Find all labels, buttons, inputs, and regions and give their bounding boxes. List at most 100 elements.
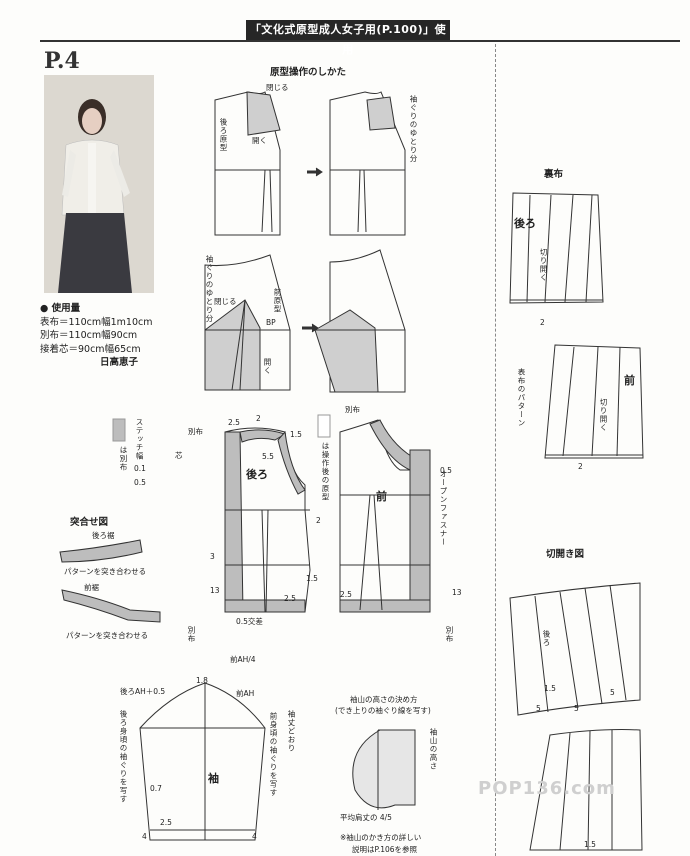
cap-height-diagram [352,729,416,810]
label-other-fabric-short: 別布 [188,427,203,436]
measure: 2 [540,318,545,327]
measure: 1.5 [544,684,556,693]
label-armhole-ease: 袖ぐりのゆとり分 [409,95,418,163]
measure: 13 [452,588,462,597]
label-bp: BP [266,318,276,327]
label-outer-pattern: 表布のパターン [517,368,526,428]
measure: 5 [574,704,579,713]
label-sleeve-length: 袖丈どおり [287,710,296,753]
label-close-2: 閉じる [214,297,237,306]
label-stop-cross: 0.5交差 [236,617,263,626]
materials-list: ● 使用量 表布＝110cm幅1m10cm 別布＝110cm幅90cm 接着芯＝… [40,302,152,370]
label-stitch-width: ステッチ幅 [135,418,144,461]
label-front-ah-ratio: 前AH/4 [230,655,256,664]
label-open-zipper: オープンファスナー [439,470,448,547]
cut-open-back [509,582,641,716]
measure: 1.5 [290,430,302,439]
model-photo [44,75,154,293]
label-cap-height-title: 袖山の高さの決め方 [350,695,418,704]
materials-line: 接着芯＝90cm幅65cm [40,343,141,355]
label-back: 後ろ [246,468,268,481]
label-open: 開く [252,136,267,145]
title-cut-open: 切開き図 [546,549,585,560]
label-other-fabric-short-2: 別布 [345,405,360,414]
materials-line: 表布＝110cm幅1m10cm [40,316,153,328]
measure: 1.5 [584,840,596,849]
measure: 2.5 [340,590,352,599]
label-back-ah-plus: 後ろAH＋0.5 [120,687,166,696]
measure: 4 [252,832,257,841]
label-back-hem: 後ろ裾 [92,531,115,540]
label-avg-shoulder: 平均肩丈の 4/5 [340,813,392,822]
label-note-line2: 説明はP.106を参照 [352,845,418,854]
label-front: 前 [376,490,387,503]
title-lining: 裏布 [544,169,564,180]
label-cut-open-lining: 切り開く [539,248,548,282]
title-prototype-ops: 原型操作のしかた [270,67,347,78]
label-front-proto: 前原型 [273,288,282,314]
author-name: 日高恵子 [100,357,139,368]
sleeve-pattern [139,682,266,841]
label-other-fabric-short-4: 別布 [187,626,196,643]
label-after-op: は操作後の原型 [321,442,330,502]
label-back-proto: 後ろ原型 [219,118,228,152]
watermark: POP136.com [478,778,616,799]
materials-heading: ● 使用量 [40,303,81,314]
measure: 1.8 [196,676,208,685]
swatch-after-op [317,414,331,438]
label-armhole-ease-2: 袖ぐりのゆとり分 [205,255,214,323]
label-lining-back: 後ろ [514,217,536,230]
back-bodice-pattern [224,427,311,613]
measure: 5 [610,688,615,697]
label-lining-front: 前 [624,374,635,387]
label-cap-height: 袖山の高さ [429,728,438,771]
measure: 5 [536,704,541,713]
front-bodice-pattern [339,419,431,613]
label-other-fabric: は別布 [119,446,128,472]
swatch-other-fabric [112,418,126,442]
measure: 13 [210,586,220,595]
measure: 3 [210,552,215,561]
measure: 2 [316,516,321,525]
label-front-armhole-copy: 前身頃の袖ぐりを写す [269,712,278,797]
front-prototype-after [314,249,406,393]
measure: 5.5 [262,452,274,461]
label-interlining: 芯 [175,451,183,460]
label-match-pattern-2: パターンを突き合わせる [66,631,149,640]
label-front-ah: 前AH [236,689,255,698]
header-title: 「文化式原型成人女子用(P.100)」使用 [246,20,450,56]
measure: 2.5 [228,418,240,427]
back-prototype-after [329,91,406,236]
label-skirt-back: 後ろ [542,630,551,647]
title-matching: 突合せ図 [70,517,109,528]
measure: 2.5 [160,818,172,827]
measure: 4 [142,832,147,841]
measure: 1.5 [306,574,318,583]
label-open-2: 開く [263,358,272,375]
label-close: 閉じる [266,83,289,92]
materials-line: 別布＝110cm幅90cm [40,330,138,341]
header-rule [40,40,680,42]
label-cap-height-sub: (でき上りの袖ぐり線を写す) [335,706,431,715]
label-cut-open-lining-2: 切り開く [599,398,608,432]
measure: 0.5 [134,478,146,487]
measure: 0.7 [150,784,162,793]
label-note-line1: ※袖山のかき方の詳しい [340,833,422,842]
lining-back [509,192,604,304]
measure: 2 [578,462,583,471]
hem-matching-diagram [59,539,161,623]
label-back-armhole-copy: 後ろ身頃の袖ぐりを写す [119,710,128,804]
page-label: P.4 [44,48,80,74]
label-sleeve: 袖 [208,772,219,785]
lining-front [544,344,644,459]
back-prototype-before [214,91,281,236]
measure: 2 [256,414,261,423]
front-prototype-before [204,254,291,391]
label-match-pattern: パターンを突き合わせる [64,567,147,576]
column-divider [495,44,496,856]
label-front-hem: 前裾 [84,583,99,592]
cut-open-front [529,729,643,851]
measure: 2.5 [284,594,296,603]
measure: 0.5 [440,466,452,475]
